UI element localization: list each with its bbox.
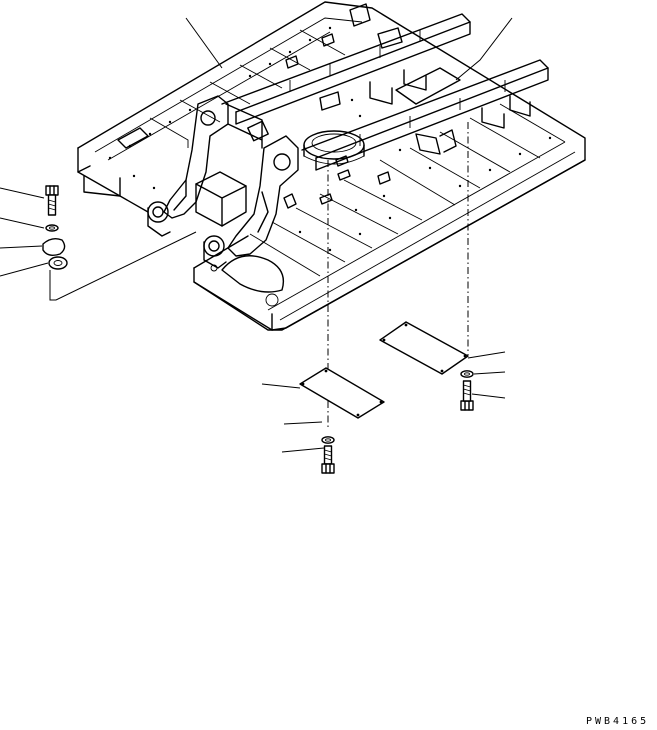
left-parts-stack [0,186,196,300]
frame-assembly [78,2,585,330]
top-callouts [186,18,512,80]
lower-cover-rear [380,122,505,410]
washer [46,225,58,231]
spacer [49,257,67,269]
drawing-code: PWB4165 [586,716,650,727]
shim [43,239,65,256]
lower-cover-front [262,160,384,473]
bolt [46,186,58,215]
